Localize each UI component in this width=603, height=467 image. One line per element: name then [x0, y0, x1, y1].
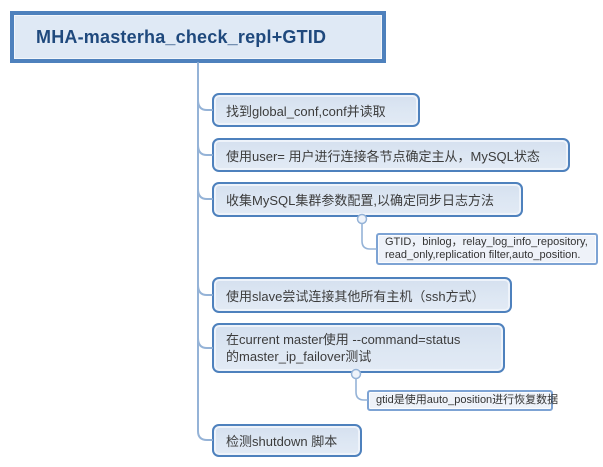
- topic-label-line2: 的master_ip_failover测试: [226, 349, 372, 364]
- branch-connector-4: [197, 284, 213, 296]
- root-topic-label: MHA-masterha_check_repl+GTID: [36, 26, 327, 47]
- branch-connector-2: [197, 144, 213, 156]
- subbranch-connector-2: [355, 377, 368, 401]
- trunk-connector: [197, 62, 213, 441]
- topic-collect-params[interactable]: 收集MySQL集群参数配置,以确定同步日志方法: [212, 182, 523, 217]
- subtopic-label-line1: GTID，binlog，relay_log_info_repository,: [385, 236, 588, 248]
- subbranch-connector-1: [361, 222, 377, 250]
- topic-label: 找到global_conf,conf并读取: [226, 103, 386, 119]
- subtopic-label-line1: gtid是使用auto_position进行恢复数据: [376, 394, 559, 406]
- branch-connector-1: [197, 99, 213, 111]
- subtopic-gtid-params[interactable]: GTID，binlog，relay_log_info_repository, r…: [376, 233, 598, 265]
- branch-connector-3: [197, 188, 213, 200]
- topic-read-conf[interactable]: 找到global_conf,conf并读取: [212, 93, 420, 127]
- topic-label: 使用user= 用户进行连接各节点确定主从，MySQL状态: [226, 148, 540, 164]
- topic-label: 使用slave尝试连接其他所有主机（ssh方式）: [226, 288, 485, 304]
- subtopic-label-line2: read_only,replication filter,auto_positi…: [385, 249, 581, 261]
- topic-connect-nodes[interactable]: 使用user= 用户进行连接各节点确定主从，MySQL状态: [212, 138, 570, 172]
- branch-connector-5: [197, 337, 213, 349]
- topic-label-line1: 在current master使用 --command=status: [226, 332, 461, 347]
- topic-label: 检测shutdown 脚本: [226, 434, 338, 449]
- topic-check-shutdown[interactable]: 检测shutdown 脚本: [212, 424, 362, 457]
- root-topic[interactable]: MHA-masterha_check_repl+GTID: [10, 11, 386, 63]
- topic-slave-ssh[interactable]: 使用slave尝试连接其他所有主机（ssh方式）: [212, 277, 512, 313]
- topic-failover-test[interactable]: 在current master使用 --command=status 的mast…: [212, 323, 505, 373]
- subtopic-gtid-recover[interactable]: gtid是使用auto_position进行恢复数据: [367, 390, 558, 411]
- topic-label: 收集MySQL集群参数配置,以确定同步日志方法: [226, 193, 494, 208]
